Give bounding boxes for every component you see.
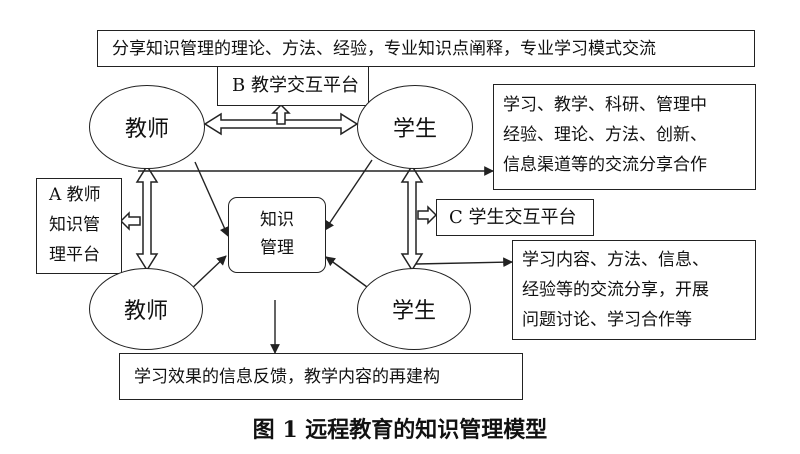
- bottom-feedback-box: 学习效果的信息反馈，教学内容的再建构: [119, 353, 523, 400]
- right-top-box: 学习、教学、科研、管理中 经验、理论、方法、创新、 信息渠道等的交流分享合作: [493, 84, 756, 190]
- right-mid-line-3: 问题讨论、学习合作等: [522, 309, 692, 330]
- student-top-label: 学生: [392, 117, 437, 142]
- to-platform-c-arrow: [417, 205, 438, 225]
- teacher-bottom-to-center: [187, 255, 227, 293]
- center-knowledge-box: 知识 管理: [228, 197, 326, 273]
- student-bottom-node: 学生: [357, 268, 471, 350]
- platform-a-line-3: 理平台: [49, 244, 100, 265]
- platform-a-line-2: 知识管: [49, 214, 100, 235]
- bottom-feedback-text: 学习效果的信息反馈，教学内容的再建构: [134, 367, 440, 387]
- teacher-bottom-label: 教师: [123, 299, 168, 324]
- right-mid-box: 学习内容、方法、信息、 经验等的交流分享，开展 问题讨论、学习合作等: [512, 240, 756, 340]
- right-mid-line-2: 经验等的交流分享，开展: [522, 279, 709, 300]
- right-mid-line-1: 学习内容、方法、信息、: [522, 250, 709, 270]
- student-top-node: 学生: [357, 85, 473, 169]
- right-top-line-2: 经验、理论、方法、创新、: [503, 124, 707, 145]
- platform-b-box: B 教学交互平台: [217, 66, 369, 106]
- teacher-top-label: 教师: [124, 117, 169, 142]
- platform-c-box: C 学生交互平台: [436, 199, 594, 236]
- to-platform-b-arrow: [271, 103, 291, 125]
- platform-a-box: A 教师 知识管 理平台: [36, 178, 122, 274]
- right-top-line-3: 信息渠道等的交流分享合作: [503, 154, 707, 175]
- platform-c-label: C 学生交互平台: [449, 207, 577, 228]
- teacher-top-to-center: [194, 161, 229, 237]
- student-bottom-label: 学生: [391, 299, 436, 324]
- center-line-2: 管理: [260, 238, 294, 259]
- center-line-1: 知识: [260, 210, 294, 230]
- top-sharing-text: 分享知识管理的理论、方法、经验，专业知识点阐释，专业学习模式交流: [112, 39, 656, 59]
- to-right-mid-box: [415, 257, 513, 268]
- teacher-top-node: 教师: [89, 85, 205, 169]
- platform-a-line-1: A 教师: [49, 185, 101, 205]
- figure-caption: 图 1 远程教育的知识管理模型: [252, 417, 548, 443]
- to-platform-a-arrow: [119, 211, 141, 231]
- teacher-bottom-node: 教师: [89, 268, 203, 350]
- top-sharing-box: 分享知识管理的理论、方法、经验，专业知识点阐释，专业学习模式交流: [97, 30, 755, 67]
- platform-b-label: B 教学交互平台: [232, 75, 359, 96]
- right-top-line-1: 学习、教学、科研、管理中: [503, 95, 707, 115]
